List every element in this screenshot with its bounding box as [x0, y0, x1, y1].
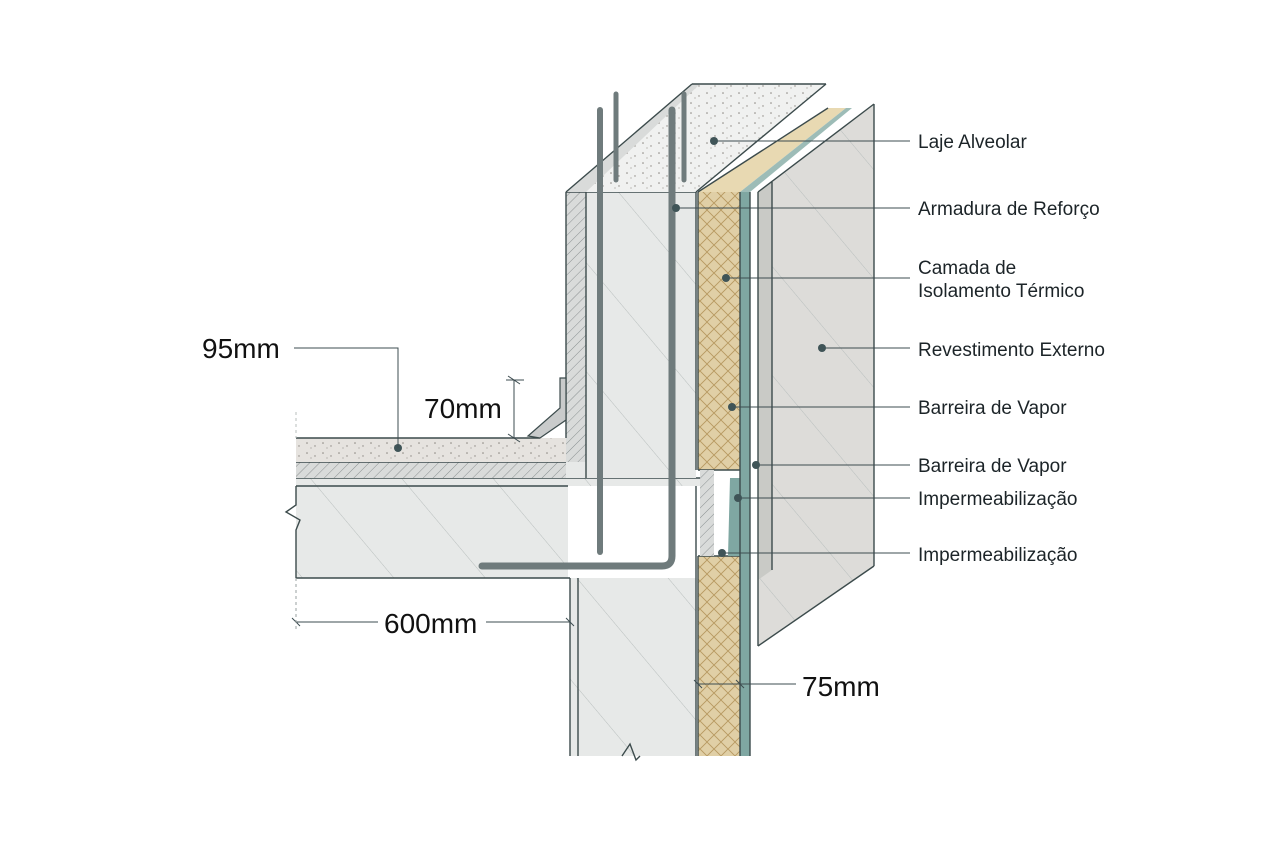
- label-barreira-vapor-1: Barreira de Vapor: [918, 398, 1067, 419]
- lower-wall: [569, 486, 697, 762]
- label-barreira-vapor-2: Barreira de Vapor: [918, 456, 1067, 477]
- angle-bracket: [526, 377, 567, 439]
- leaders: [394, 137, 910, 557]
- label-impermeabilizacao-1: Impermeabilização: [918, 489, 1077, 510]
- dimension-600mm: 600mm: [384, 608, 477, 639]
- insulation-upper: [697, 107, 846, 471]
- membrane-layer: [728, 108, 852, 756]
- insulation-lower: [697, 555, 740, 756]
- dimension-95mm: 95mm: [202, 333, 280, 364]
- label-impermeabilizacao-2: Impermeabilização: [918, 545, 1077, 566]
- label-armadura-reforco: Armadura de Reforço: [918, 199, 1100, 220]
- dimension-70mm: 70mm: [424, 393, 502, 424]
- dimension-75mm: 75mm: [802, 671, 880, 702]
- dimension-lines: [291, 347, 796, 689]
- upper-wall: [565, 191, 697, 478]
- external-cladding: [757, 103, 875, 647]
- label-revestimento-externo: Revestimento Externo: [918, 340, 1105, 361]
- label-isolamento-line2: Isolamento Térmico: [918, 281, 1085, 302]
- reinforcement-bars: [478, 91, 687, 570]
- label-isolamento-line1: Camada de: [918, 258, 1016, 279]
- label-laje-alveolar: Laje Alveolar: [918, 132, 1027, 153]
